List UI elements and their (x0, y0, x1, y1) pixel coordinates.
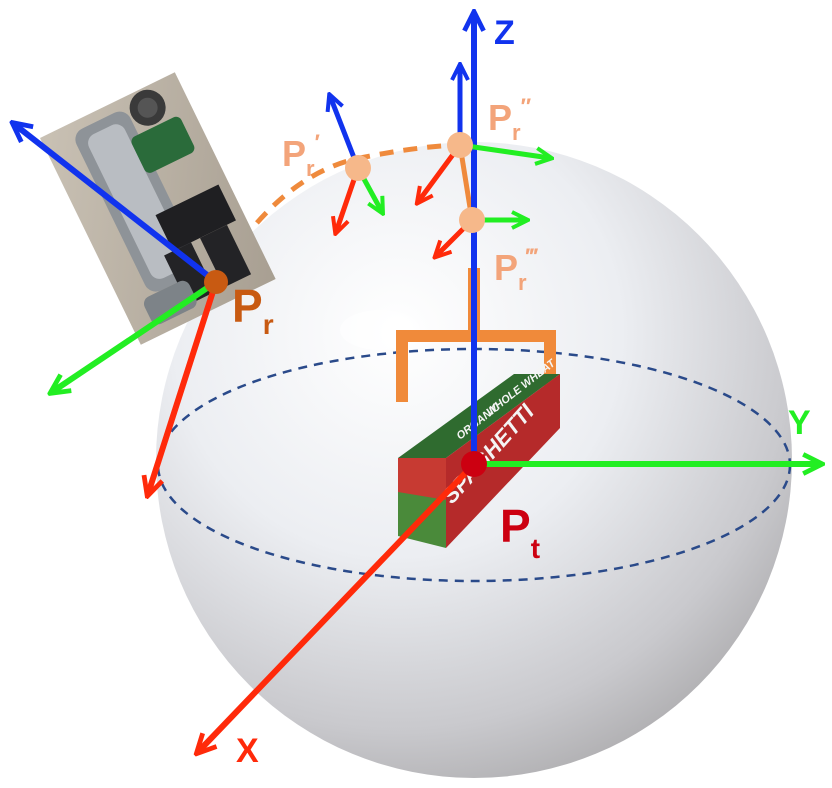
world-z-label: Z (494, 14, 515, 52)
label-pr-double-prime: Pr″ (488, 94, 532, 145)
point-pr-double-prime (447, 132, 473, 158)
world-x-axis (198, 461, 477, 752)
label-pr-triple-prime: Pr‴ (494, 244, 539, 295)
robot-z-axis (14, 124, 218, 285)
point-pt (461, 451, 487, 477)
label-pr: Pr (232, 280, 274, 340)
point-pr (204, 270, 228, 294)
label-pr-prime: Pr′ (282, 130, 320, 181)
robot-x-axis (148, 281, 219, 494)
candidate2-y-axis (459, 142, 550, 158)
point-pr-triple-prime (459, 207, 485, 233)
world-x-label: X (236, 732, 259, 770)
robot-y-axis (52, 279, 218, 392)
label-pt: Pt (500, 500, 540, 564)
world-y-label: Y (788, 404, 811, 442)
point-pr-prime (345, 155, 371, 181)
